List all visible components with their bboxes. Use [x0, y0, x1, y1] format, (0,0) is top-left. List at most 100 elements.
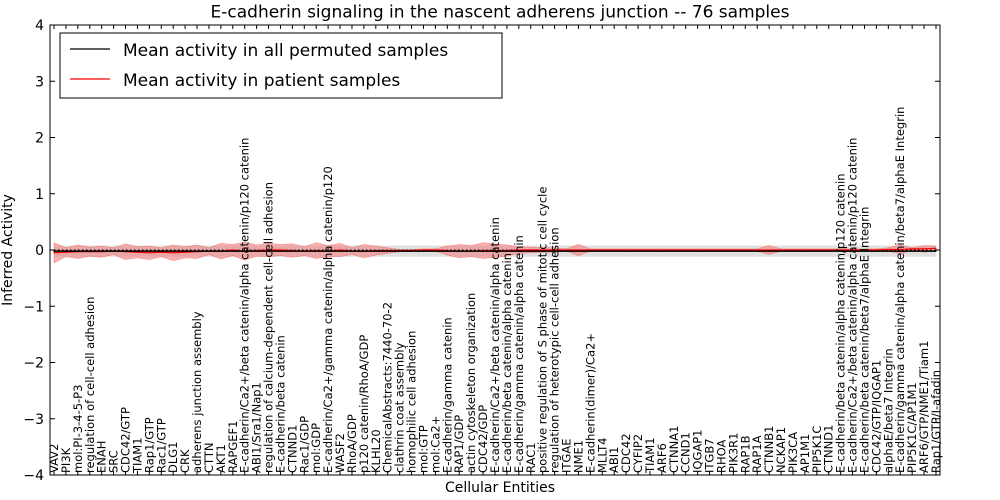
x-category-label: DLG1 [166, 442, 180, 474]
x-category-label: CRK [178, 449, 192, 473]
x-axis-label: Cellular Entities [445, 480, 555, 496]
series-0-point [363, 250, 365, 252]
x-category-label: MLLT4 [595, 438, 609, 474]
series-0-point [148, 250, 150, 252]
y-tick-label: 4 [35, 18, 44, 34]
x-category-label: Rap1/GTP/I-afadin [929, 370, 943, 473]
series-0-point [863, 250, 866, 252]
series-0-point [375, 250, 377, 252]
series-1-point [685, 249, 687, 251]
x-category-label: IQGAP1 [691, 430, 705, 473]
series-0-point [315, 250, 317, 252]
x-category-label: adherens junction assembly [190, 311, 204, 473]
x-category-label: ENAH [95, 441, 109, 473]
series-0-point [911, 250, 913, 252]
x-category-label: clathrin coat assembly [393, 342, 407, 473]
series-0-point [589, 250, 591, 252]
series-0-point [685, 250, 687, 252]
x-category-label: regulation of calcium-dependent cell-cel… [262, 182, 276, 473]
series-0-point [208, 250, 210, 252]
x-category-label: mol:Ca2+ [428, 416, 442, 473]
series-0-point [494, 250, 496, 252]
series-1-point [935, 247, 937, 249]
x-category-label: E-cadherin/Ca2+/beta catenin/alpha caten… [488, 217, 502, 473]
x-category-label: WASF2 [333, 433, 347, 473]
series-0-point [387, 250, 389, 252]
series-0-point [661, 250, 663, 252]
x-category-label: RAP1B [738, 435, 752, 473]
series-0-point [434, 250, 437, 252]
series-1-point [53, 252, 55, 254]
x-category-label: Rac1/GDP [297, 416, 311, 473]
x-category-label: TIAM1 [130, 437, 144, 474]
series-0-point [136, 250, 139, 252]
x-category-label: PIK3R1 [726, 433, 740, 474]
series-1-point [828, 249, 830, 251]
x-category-label: E-cadherin/gamma catenin/alpha catenin/b… [893, 107, 907, 473]
x-category-label: NCKAP1 [774, 427, 788, 473]
series-0-point [410, 250, 413, 252]
series-0-point [65, 250, 67, 252]
series-0-point [77, 250, 79, 252]
series-0-point [506, 250, 508, 252]
series-0-point [613, 250, 615, 252]
x-category-label: E-cadherin(dimer)/Ca2+ [583, 333, 597, 473]
x-category-label: CTNND1 [285, 425, 299, 473]
series-1-point [816, 249, 818, 251]
series-0-point [267, 250, 270, 252]
series-0-point [422, 250, 425, 252]
series-0-point [923, 250, 925, 252]
x-category-label: E-cadherin/beta catenin/alpha catenin [500, 253, 514, 473]
series-1-point [267, 249, 270, 251]
series-0-point [101, 250, 103, 252]
series-0-point [327, 250, 329, 252]
legend-label-permuted: Mean activity in all permuted samples [123, 41, 448, 61]
x-category-label: CTNNB1 [762, 426, 776, 473]
x-category-label: CDC42 [619, 433, 633, 473]
series-0-point [804, 250, 806, 252]
series-1-point [565, 249, 568, 251]
x-category-label: CDC42/GDP [476, 405, 490, 473]
x-category-label: positive regulation of S phase of mitoti… [536, 187, 550, 473]
series-1-point [708, 249, 711, 251]
x-category-label: E-cadherin/beta catenin/alpha catenin/p1… [834, 174, 848, 474]
series-1-point [899, 248, 901, 251]
series-0-point [792, 250, 794, 252]
x-category-label: E-cadherin/Ca2+/beta catenin/alpha caten… [238, 138, 252, 473]
series-0-point [708, 250, 711, 252]
x-category-label: AP1M1 [798, 434, 812, 473]
series-0-point [89, 250, 91, 252]
series-1-point [732, 249, 734, 251]
y-tick-label: −2 [23, 356, 44, 372]
x-category-label: E-cadherin/gamma catenin/alpha catenin [512, 235, 526, 473]
x-category-label: TIAM1 [643, 437, 657, 474]
series-1-point [577, 249, 580, 251]
legend-box [59, 32, 503, 99]
x-category-label: ABI1/Sra1/Nap1 [250, 382, 264, 473]
x-category-label: mol:GDP [309, 423, 323, 473]
series-0-point [232, 250, 234, 252]
series-1-point [530, 249, 532, 251]
series-0-point [840, 250, 842, 252]
series-0-point [673, 250, 675, 252]
series-1-point [720, 249, 723, 251]
series-0-point [828, 250, 830, 252]
series-0-point [697, 250, 699, 252]
series-1-point [553, 249, 556, 251]
series-1-point [601, 249, 603, 251]
series-0-point [303, 250, 305, 252]
x-category-label: E-cadherin/Ca2+/gamma catenin/alpha cate… [321, 166, 335, 473]
series-1-point [744, 249, 746, 251]
series-0-point [172, 250, 174, 252]
plot-area [50, 241, 940, 264]
x-category-label: Rap1/GTP [142, 417, 156, 473]
y-tick-label: 1 [35, 187, 44, 203]
series-1-point [756, 249, 758, 251]
series-0-point [53, 250, 55, 252]
series-0-point [601, 250, 603, 252]
x-category-label: regulation of heterotypic cell-cell adhe… [548, 227, 562, 473]
series-1-point [649, 249, 651, 251]
series-0-point [196, 250, 198, 252]
series-1-point [65, 251, 67, 253]
series-0-point [112, 250, 115, 252]
